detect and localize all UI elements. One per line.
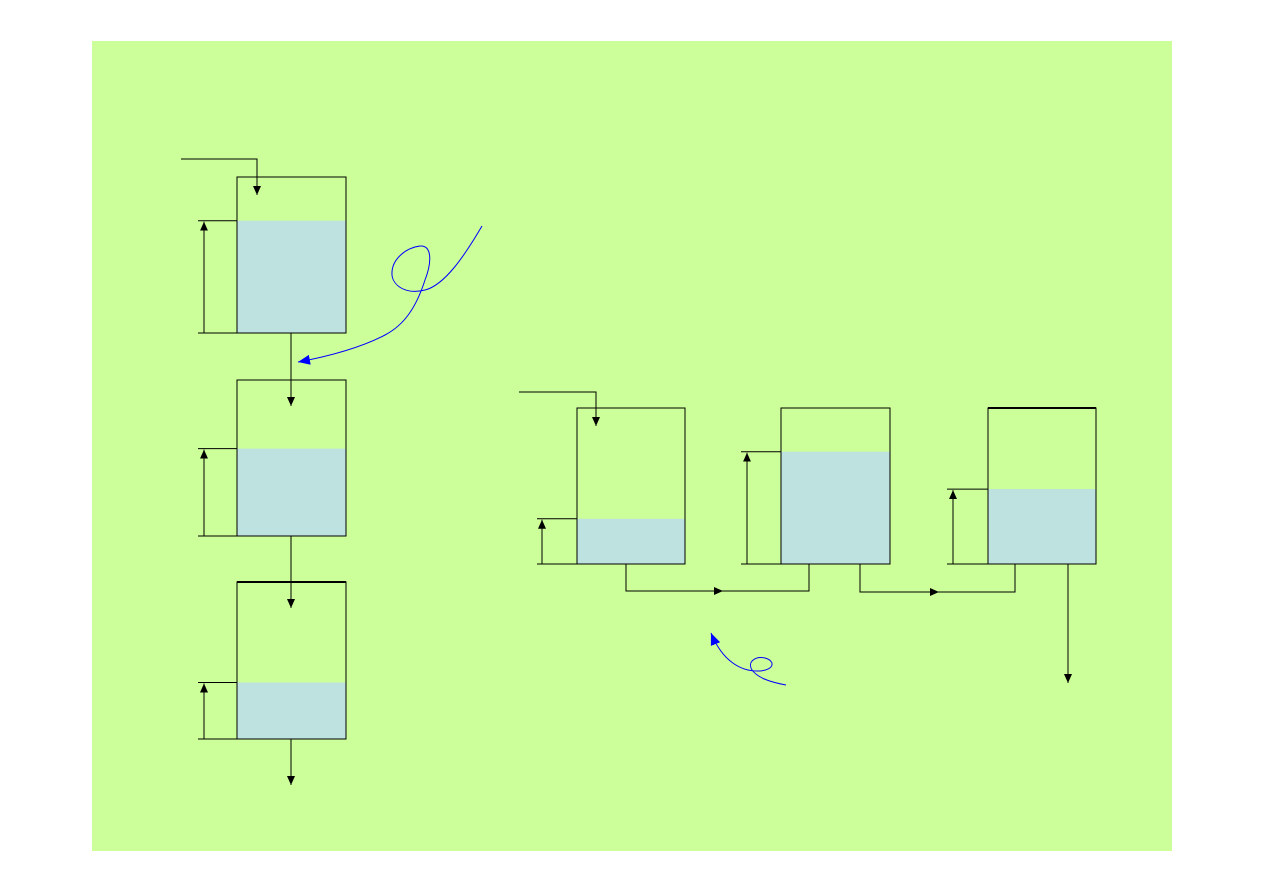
tank-liquid (237, 682, 346, 739)
tank-outline (576, 407, 686, 565)
hand-drawn-loop-arrow-2 (710, 632, 787, 686)
pipe-segment (723, 564, 810, 592)
tank (947, 407, 1097, 565)
tank (537, 407, 686, 565)
tank (198, 176, 347, 334)
tank (198, 581, 347, 740)
tank (198, 379, 347, 537)
series-connecting-pipe-2 (859, 564, 939, 596)
tank-liquid (577, 518, 685, 564)
tank (741, 407, 891, 565)
pipe-segment (939, 564, 1016, 593)
vertical-cascade (181, 158, 483, 785)
tank-liquid (781, 451, 890, 564)
tank-liquid (237, 448, 346, 536)
series-connecting-pipe (625, 564, 723, 595)
inlet-pipe-first-tank (519, 391, 600, 426)
tank-liquid (237, 220, 346, 333)
inlet-pipe-top-tank (181, 158, 261, 195)
tank-outline (780, 407, 891, 565)
tank-liquid (988, 489, 1096, 564)
hand-drawn-loop-arrow (297, 225, 483, 365)
horizontal-series (519, 391, 1097, 686)
